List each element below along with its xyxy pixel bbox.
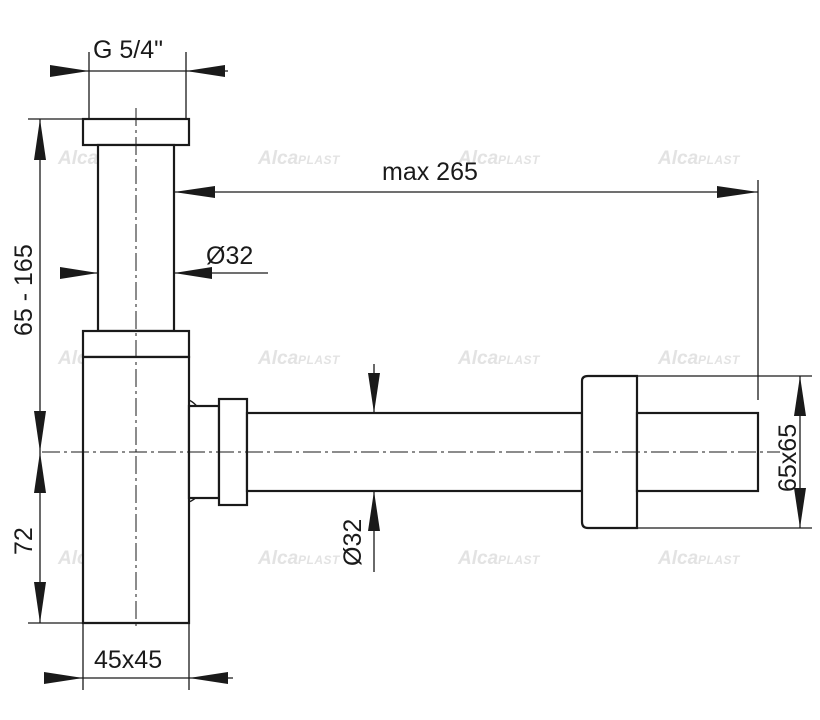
dimension-pipe-diameter-vertical: Ø32 <box>60 242 268 279</box>
dimension-rosette-size: 65x65 <box>637 375 812 529</box>
watermark-logo: Alca PLAST <box>457 348 541 369</box>
watermark-logo: Alca PLAST <box>257 348 341 369</box>
watermark-logo: Alca PLAST <box>657 548 741 569</box>
dimension-label-max-length: max 265 <box>382 158 478 186</box>
svg-text:Alca: Alca <box>257 548 299 569</box>
watermark-logo: Alca PLAST <box>457 548 541 569</box>
watermark-logo: Alca PLAST <box>657 348 741 369</box>
svg-text:PLAST: PLAST <box>498 553 541 567</box>
svg-text:PLAST: PLAST <box>498 353 541 367</box>
watermark-logo: Alca PLAST <box>457 148 541 169</box>
dimension-lower-height: 72 <box>10 452 83 624</box>
watermark-logo: Alca PLAST <box>257 548 341 569</box>
dimension-height-range: 65 - 165 <box>10 118 83 452</box>
dimension-label-rosette-size: 65x65 <box>774 424 802 492</box>
svg-text:PLAST: PLAST <box>698 153 741 167</box>
svg-text:PLAST: PLAST <box>498 153 541 167</box>
svg-text:PLAST: PLAST <box>298 153 341 167</box>
svg-text:Alca: Alca <box>257 348 299 369</box>
dimension-label-pipe-horizontal: Ø32 <box>339 519 367 566</box>
watermark-logo: Alca PLAST <box>657 148 741 169</box>
svg-text:PLAST: PLAST <box>698 553 741 567</box>
dimension-pipe-diameter-horizontal: Ø32 <box>339 364 380 572</box>
axis-lines <box>42 108 780 630</box>
dimension-body-size: 45x45 <box>44 623 233 690</box>
dimension-label-pipe-vertical: Ø32 <box>206 242 253 270</box>
watermark-layer: Alca PLAST Alca PLAST Alca PLAST Alca PL… <box>57 148 741 569</box>
dimension-label-body-size: 45x45 <box>94 646 162 674</box>
dimension-label-height-range: 65 - 165 <box>10 244 38 336</box>
arrow-left <box>186 65 225 77</box>
dimension-thread: G 5/4" <box>50 36 228 119</box>
dimension-max-length: max 265 <box>174 158 759 400</box>
svg-text:Alca: Alca <box>657 148 699 169</box>
svg-text:Alca: Alca <box>657 348 699 369</box>
watermark-brand-left: Alca <box>57 148 99 169</box>
watermark-logo: Alca PLAST <box>257 148 341 169</box>
svg-text:Alca: Alca <box>457 348 499 369</box>
svg-text:Alca: Alca <box>457 148 499 169</box>
svg-text:PLAST: PLAST <box>298 553 341 567</box>
siphon-assembly <box>81 117 760 625</box>
svg-text:PLAST: PLAST <box>698 353 741 367</box>
svg-text:Alca: Alca <box>257 148 299 169</box>
arrow-right <box>50 65 89 77</box>
svg-text:Alca: Alca <box>657 548 699 569</box>
svg-text:Alca: Alca <box>457 548 499 569</box>
dimension-label-lower-height: 72 <box>10 527 38 555</box>
dimension-label-thread: G 5/4" <box>93 36 163 64</box>
svg-text:PLAST: PLAST <box>298 353 341 367</box>
